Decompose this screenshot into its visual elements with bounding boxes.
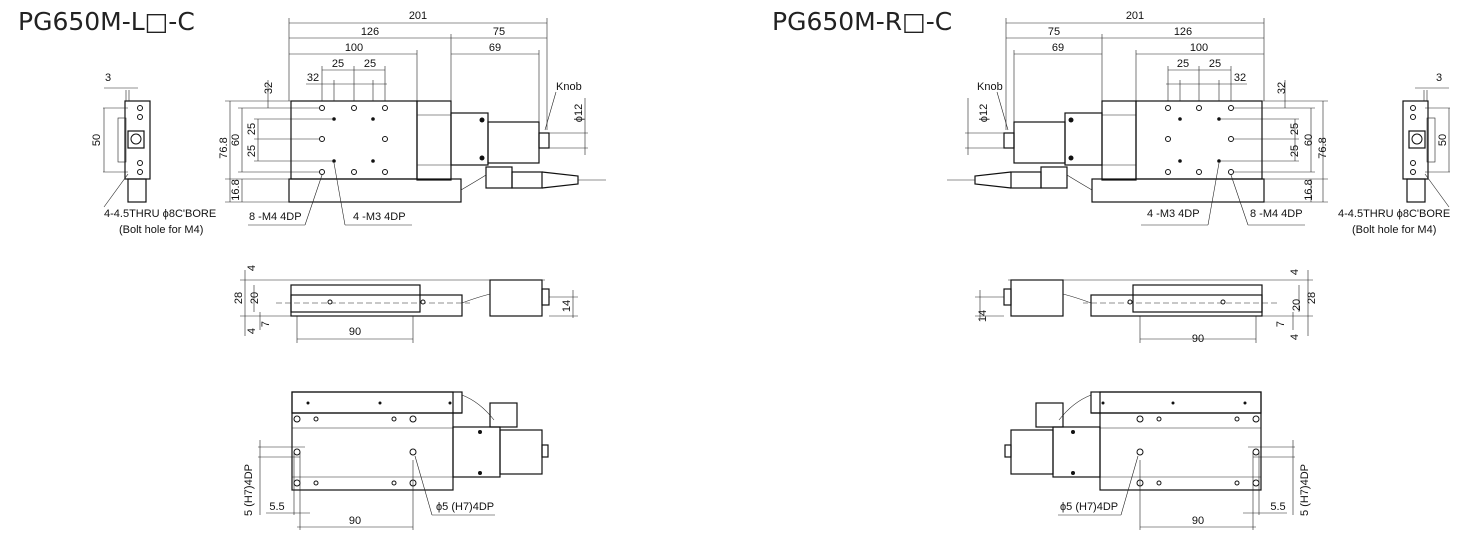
- dim-90: 90: [1192, 333, 1204, 345]
- dim-60: 60: [230, 134, 242, 146]
- dim-20: 20: [249, 292, 261, 304]
- dim-100: 100: [345, 42, 363, 54]
- dim-126: 126: [1174, 26, 1192, 38]
- pin-hole-label: ϕ5 (H7)4DP: [1060, 501, 1118, 513]
- bolt-hole-note: (Bolt hole for M4): [119, 224, 203, 236]
- dim-4: 4: [246, 328, 258, 334]
- m3-hole-label: 4 -M3 4DP: [353, 211, 406, 223]
- right-title: PG650M-R□-C: [772, 7, 952, 36]
- dim-5-5: 5.5: [269, 501, 284, 513]
- dim-3: 3: [105, 72, 111, 84]
- dim-75: 75: [1048, 26, 1060, 38]
- dim-25-vertical: 25: [1289, 123, 1301, 135]
- dim-32-vertical: 32: [1276, 82, 1288, 94]
- dim-32: 32: [1234, 72, 1246, 84]
- dim-28: 28: [1306, 292, 1318, 304]
- left-title: PG650M-L□-C: [18, 7, 195, 36]
- dim-25: 25: [332, 58, 344, 70]
- right-stage-drawing: [946, 17, 1451, 531]
- dim-25: 25: [1209, 58, 1221, 70]
- right-variant: PG650M-R□-C 201 126 75 100 69 25 25 32 3…: [772, 7, 1451, 531]
- dim-201: 201: [1126, 10, 1144, 22]
- dim-25: 25: [364, 58, 376, 70]
- dim-4: 4: [1289, 334, 1301, 340]
- dim-25-vertical: 25: [246, 145, 258, 157]
- dim-32-vertical: 32: [263, 82, 275, 94]
- dim-14: 14: [977, 310, 989, 322]
- dim-5-5: 5.5: [1270, 501, 1285, 513]
- m4-hole-label: 8 -M4 4DP: [249, 211, 302, 223]
- dim-4: 4: [1289, 269, 1301, 275]
- knob-label: Knob: [556, 81, 582, 93]
- dim-60: 60: [1303, 134, 1315, 146]
- dim-14: 14: [561, 300, 573, 312]
- dim-25-vertical: 25: [246, 123, 258, 135]
- m4-hole-label: 8 -M4 4DP: [1250, 208, 1303, 220]
- dim-25: 25: [1177, 58, 1189, 70]
- dim-16-8: 16.8: [230, 179, 242, 200]
- left-stage-drawing: [102, 17, 607, 531]
- dim-32: 32: [307, 72, 319, 84]
- dim-76-8: 76.8: [1317, 137, 1329, 158]
- bolt-hole-label: 4-4.5THRU ϕ8C'BORE: [104, 208, 216, 220]
- dim-69: 69: [1052, 42, 1064, 54]
- dim-90: 90: [349, 326, 361, 338]
- m3-hole-label: 4 -M3 4DP: [1147, 208, 1200, 220]
- dim-25-vertical: 25: [1289, 145, 1301, 157]
- dim-pin-5h7: 5 (H7)4DP: [1299, 464, 1311, 516]
- dim-90: 90: [1192, 515, 1204, 527]
- dim-3: 3: [1436, 72, 1442, 84]
- bolt-hole-note: (Bolt hole for M4): [1352, 224, 1436, 236]
- dim-7: 7: [260, 321, 272, 327]
- dim-16-8: 16.8: [1303, 179, 1315, 200]
- dim-50: 50: [91, 134, 103, 146]
- left-variant: PG650M-L□-C 201 126 75 100 69 25 25 32 3…: [18, 7, 607, 531]
- dim-76-8: 76.8: [218, 137, 230, 158]
- dim-126: 126: [361, 26, 379, 38]
- dim-28: 28: [233, 292, 245, 304]
- dim-phi12: ϕ12: [573, 104, 585, 122]
- knob-label: Knob: [977, 81, 1003, 93]
- dim-201: 201: [409, 10, 427, 22]
- dim-69: 69: [489, 42, 501, 54]
- dim-90: 90: [349, 515, 361, 527]
- dim-pin-5h7: 5 (H7)4DP: [243, 464, 255, 516]
- bolt-hole-label: 4-4.5THRU ϕ8C'BORE: [1338, 208, 1450, 220]
- pin-hole-label: ϕ5 (H7)4DP: [436, 501, 494, 513]
- dim-4: 4: [246, 265, 258, 271]
- dim-75: 75: [493, 26, 505, 38]
- dim-7: 7: [1275, 321, 1287, 327]
- dim-phi12: ϕ12: [978, 104, 990, 122]
- dim-50: 50: [1437, 134, 1449, 146]
- dim-100: 100: [1190, 42, 1208, 54]
- dim-20: 20: [1291, 299, 1303, 311]
